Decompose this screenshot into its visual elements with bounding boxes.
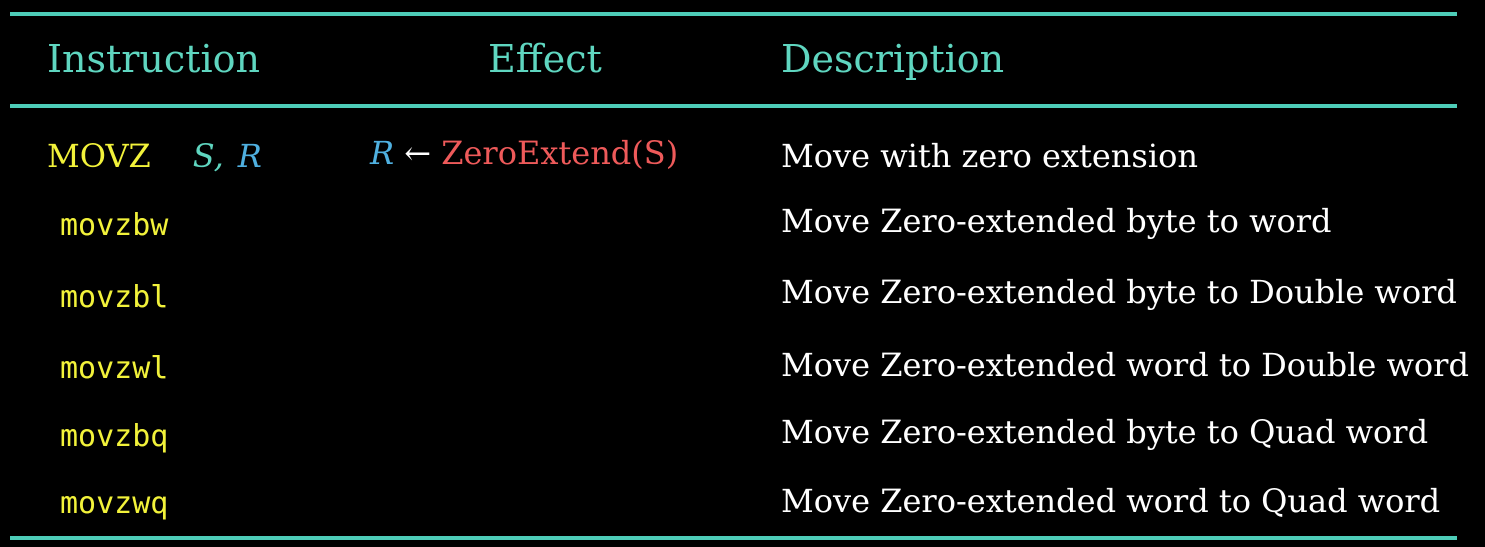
row-description: Move Zero-extended byte to Quad word bbox=[781, 413, 1429, 451]
effect-dest: R bbox=[370, 134, 395, 172]
operand-source: S, bbox=[192, 137, 224, 175]
bottom-rule bbox=[10, 536, 1457, 540]
header-description: Description bbox=[781, 37, 1005, 81]
effect-expression: ZeroExtend(S) bbox=[441, 134, 679, 172]
row-instruction: movzbl bbox=[60, 280, 169, 315]
operand-dest: R bbox=[237, 137, 262, 175]
top-rule bbox=[10, 12, 1457, 16]
row-instruction: movzwq bbox=[60, 486, 169, 521]
row-instruction: movzwl bbox=[60, 351, 169, 386]
row-instruction: movzbq bbox=[60, 419, 169, 454]
header-effect: Effect bbox=[488, 37, 602, 81]
header-instruction: Instruction bbox=[47, 37, 260, 81]
header-rule bbox=[10, 104, 1457, 108]
main-row-description: Move with zero extension bbox=[781, 137, 1198, 175]
left-arrow-icon: ← bbox=[404, 134, 432, 172]
main-mnemonic: MOVZ bbox=[47, 137, 151, 175]
row-description: Move Zero-extended word to Quad word bbox=[781, 482, 1441, 520]
row-description: Move Zero-extended byte to Double word bbox=[781, 273, 1457, 311]
row-description: Move Zero-extended byte to word bbox=[781, 202, 1332, 240]
row-instruction: movzbw bbox=[60, 208, 169, 243]
main-row-effect: R ← ZeroExtend(S) bbox=[370, 133, 678, 173]
row-description: Move Zero-extended word to Double word bbox=[781, 346, 1469, 384]
main-row-instruction: MOVZ S, R bbox=[47, 136, 262, 176]
